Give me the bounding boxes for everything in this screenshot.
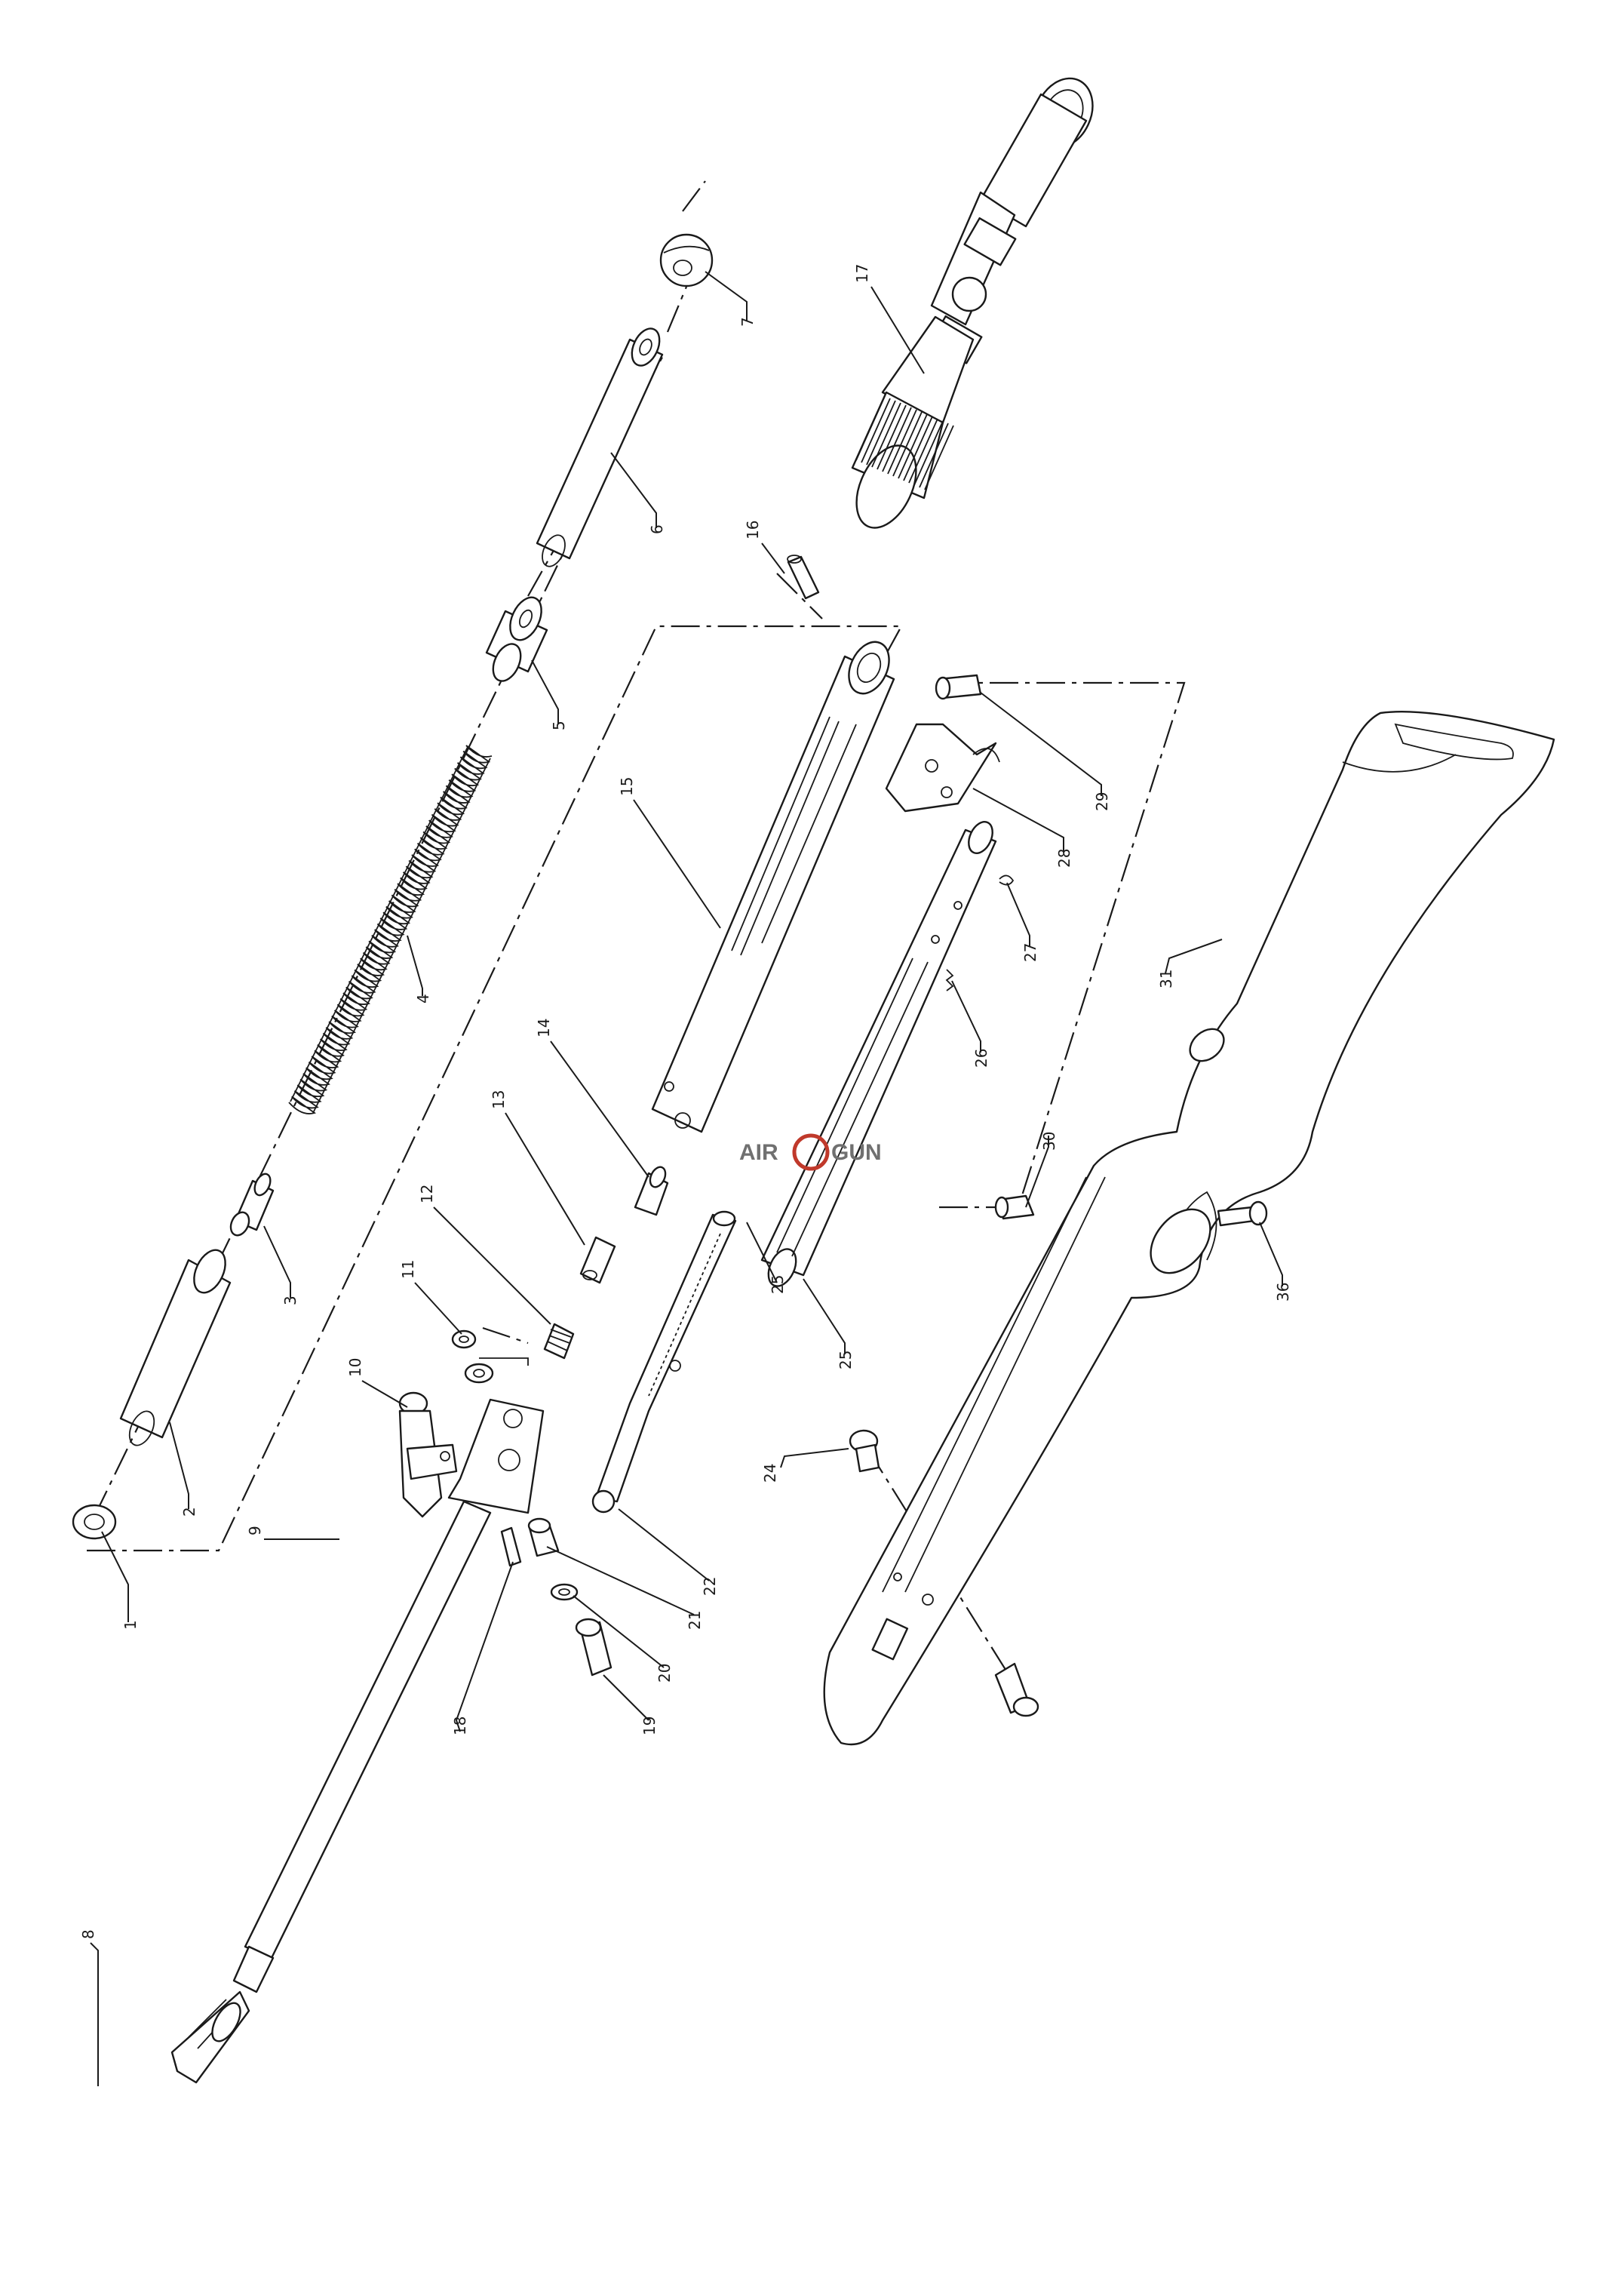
label-part-2: 2	[180, 1507, 198, 1517]
part-28-trigger	[885, 723, 1000, 813]
part-16-pin	[787, 555, 820, 600]
label-part-9: 9	[246, 1526, 264, 1535]
label-part-28: 28	[1055, 849, 1073, 868]
label-part-20: 20	[655, 1664, 674, 1683]
label-part-7: 7	[738, 317, 757, 327]
part-1-washer	[72, 1504, 117, 1540]
label-part-25-upper: 25	[837, 1351, 855, 1369]
label-part-19: 19	[640, 1717, 659, 1735]
front-stock-screw	[994, 1662, 1039, 1717]
part-4-main-spring	[288, 745, 493, 1114]
label-part-36: 36	[1274, 1283, 1292, 1302]
part-11-nut	[451, 1329, 477, 1349]
part-6-piston-rod	[536, 327, 664, 567]
part-22-cocking-lever	[591, 1210, 737, 1514]
airgun-watermark: AIR GUN	[739, 1133, 882, 1171]
part-9-barrel	[232, 1500, 492, 1993]
part-3-spring-guide	[229, 1173, 275, 1237]
part-8-front-sight	[170, 1990, 250, 2084]
part-17-scope	[851, 77, 1094, 529]
part-number-labels: 1 2 3 4 5 6 7 8 9 10 11 12 13 14 15 16 1…	[79, 264, 1292, 1939]
part-15-compression-tube	[651, 641, 895, 1133]
part-18-roll-pin	[500, 1526, 522, 1567]
part-26-spring	[945, 969, 954, 991]
label-part-8: 8	[79, 1929, 97, 1939]
label-part-24: 24	[761, 1464, 779, 1483]
watermark-emblem-icon	[792, 1133, 830, 1171]
label-part-12: 12	[418, 1185, 436, 1203]
part-5-piston-head	[485, 596, 548, 682]
label-part-26: 26	[972, 1049, 990, 1068]
label-part-15: 15	[618, 777, 636, 796]
label-part-17: 17	[853, 264, 871, 283]
part-24-stock-screw	[849, 1429, 880, 1473]
part-31-stock	[823, 710, 1555, 1746]
watermark-right-text: GUN	[831, 1140, 882, 1165]
label-part-13: 13	[490, 1090, 508, 1109]
part-29-screw	[935, 674, 982, 700]
label-part-22: 22	[701, 1577, 719, 1596]
label-part-25-lower: 25	[769, 1275, 787, 1294]
label-part-30: 30	[1040, 1132, 1058, 1151]
part-27-clip	[999, 874, 1015, 886]
part-12-detent-spring	[543, 1323, 575, 1360]
watermark-left-text: AIR	[739, 1140, 778, 1165]
label-part-1: 1	[121, 1620, 140, 1630]
part-30-guard-screw	[994, 1194, 1035, 1220]
part-36-screw	[1217, 1200, 1268, 1227]
part-2-cylinder-sleeve	[119, 1249, 232, 1446]
label-leader-lines	[90, 271, 1283, 2086]
part-14-chamber-plug	[634, 1166, 669, 1216]
label-part-3: 3	[281, 1296, 299, 1305]
label-part-10: 10	[346, 1358, 364, 1377]
label-part-11: 11	[399, 1260, 417, 1279]
label-part-31: 31	[1157, 970, 1175, 988]
part-13-detent	[579, 1236, 616, 1284]
label-part-4: 4	[414, 994, 432, 1004]
part-7-end-cap	[659, 233, 714, 287]
label-part-21: 21	[686, 1611, 704, 1630]
label-part-29: 29	[1093, 792, 1111, 811]
label-part-16: 16	[744, 521, 762, 539]
label-part-18: 18	[451, 1717, 469, 1735]
label-part-5: 5	[550, 721, 568, 730]
part-10-rear-sight	[398, 1391, 458, 1518]
label-part-6: 6	[648, 524, 666, 534]
label-part-14: 14	[535, 1019, 553, 1037]
part-20-washer	[550, 1583, 579, 1601]
label-part-27: 27	[1021, 943, 1039, 962]
breech-block	[447, 1357, 545, 1514]
part-19-screw	[575, 1618, 613, 1677]
